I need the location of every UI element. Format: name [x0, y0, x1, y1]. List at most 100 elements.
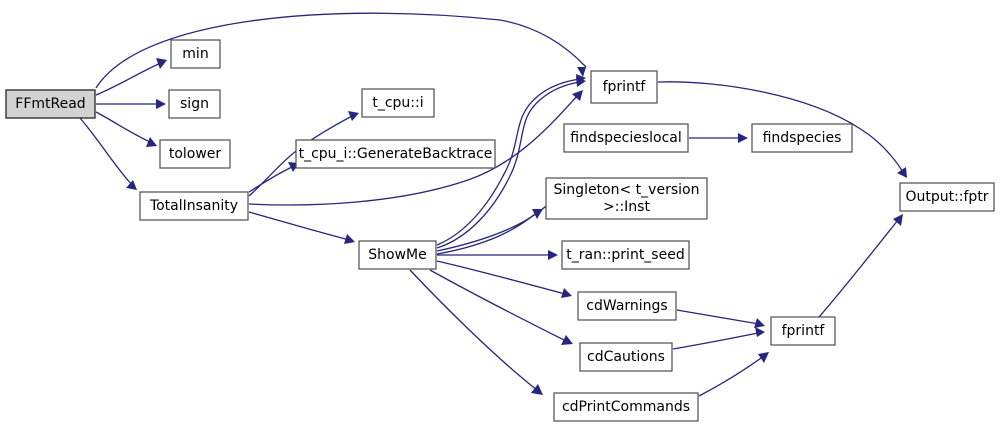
arrow-head-icon	[532, 209, 543, 219]
arrow-head-icon	[348, 111, 359, 121]
node-box[interactable]	[579, 342, 673, 372]
edge-line	[818, 219, 899, 318]
node-box[interactable]	[561, 240, 690, 270]
graph-node-singleton[interactable]: Singleton< t_version>::Inst	[545, 177, 708, 220]
edge-cdprintcommands-to-fprintf_bottom	[698, 352, 769, 397]
edge-ffmtread-to-fprintf_top	[95, 12, 587, 89]
edge-fprintf_top-to-outputfptr	[657, 81, 907, 178]
node-label: t_ran::print_seed	[566, 247, 684, 263]
node-box[interactable]	[170, 39, 221, 69]
edge-showme-to-cdcautions	[429, 269, 573, 345]
arrow-head-icon	[561, 335, 573, 345]
edge-line	[248, 165, 295, 193]
node-box[interactable]	[139, 191, 249, 221]
edge-line	[672, 332, 759, 350]
graph-node-sign[interactable]: sign	[168, 89, 221, 119]
graph-node-outputfptr[interactable]: Output::fptr	[899, 182, 995, 212]
graph-node-cdwarnings[interactable]: cdWarnings	[577, 291, 677, 321]
edge-line	[95, 61, 164, 96]
node-box[interactable]	[168, 89, 221, 119]
arrow-head-icon	[754, 318, 765, 328]
arrow-head-icon	[146, 137, 157, 147]
node-label: t_cpu_i::GenerateBacktrace	[299, 146, 493, 162]
graph-node-cdcautions[interactable]: cdCautions	[579, 342, 673, 372]
graph-node-printseed[interactable]: t_ran::print_seed	[561, 240, 690, 270]
node-label: ShowMe	[368, 247, 426, 263]
edge-ffmtread-to-totalinsanity	[79, 117, 137, 190]
arrow-head-icon	[738, 133, 748, 143]
arrow-head-icon	[755, 327, 765, 337]
edge-line	[248, 94, 579, 206]
edge-line	[95, 111, 153, 144]
node-box[interactable]	[563, 123, 689, 153]
node-box[interactable]	[553, 392, 699, 422]
edge-line	[436, 78, 581, 246]
node-box[interactable]	[545, 177, 708, 220]
arrow-head-icon	[577, 67, 586, 77]
node-label: cdPrintCommands	[562, 399, 690, 415]
edge-line	[657, 81, 904, 173]
graph-node-findspecieslocal[interactable]: findspecieslocal	[563, 123, 689, 153]
node-label: fprintf	[782, 323, 826, 339]
node-box[interactable]	[358, 240, 437, 270]
node-box[interactable]	[577, 291, 677, 321]
edge-ffmtread-to-sign	[96, 99, 166, 109]
edge-cdwarnings-to-fprintf_bottom	[676, 309, 765, 328]
node-label: findspecies	[763, 130, 842, 146]
arrow-head-icon	[897, 167, 907, 178]
node-label: fprintf	[603, 79, 647, 95]
edge-layer	[79, 12, 907, 397]
arrow-head-icon	[156, 58, 167, 69]
node-label: t_cpu::i	[372, 95, 423, 111]
node-box[interactable]	[770, 316, 836, 346]
arrow-head-icon	[893, 214, 903, 226]
edge-findspecieslocal-to-findspecies	[689, 133, 748, 143]
graph-node-cdprintcommands[interactable]: cdPrintCommands	[553, 392, 699, 422]
node-label: FFmtRead	[15, 96, 85, 112]
node-box[interactable]	[5, 89, 96, 119]
graph-node-fprintf_top[interactable]: fprintf	[590, 70, 658, 104]
node-box[interactable]	[361, 88, 435, 118]
edge-line	[676, 309, 760, 325]
edge-line	[248, 211, 350, 241]
edge-totalinsanity-to-genbacktrace	[248, 162, 299, 193]
graph-node-tolower[interactable]: tolower	[159, 139, 231, 169]
edge-showme-to-singleton	[436, 209, 543, 255]
arrow-head-icon	[156, 99, 166, 109]
node-box[interactable]	[590, 70, 658, 104]
node-box[interactable]	[751, 123, 853, 153]
node-label: Output::fptr	[905, 189, 988, 205]
edge-showme-to-cdprintcommands	[409, 269, 543, 395]
graph-node-ffmtread[interactable]: FFmtRead	[5, 89, 96, 119]
edge-line	[436, 196, 558, 252]
node-label: findspecieslocal	[570, 130, 682, 146]
node-box[interactable]	[899, 182, 995, 212]
arrow-head-icon	[561, 288, 572, 298]
graph-node-fprintf_bottom[interactable]: fprintf	[770, 316, 836, 346]
node-label: tolower	[169, 146, 222, 162]
graph-node-tcpui[interactable]: t_cpu::i	[361, 88, 435, 118]
edge-showme-to-fprintf_top2	[436, 77, 586, 249]
edge-line	[409, 269, 538, 391]
node-box[interactable]	[159, 139, 231, 169]
arrow-head-icon	[576, 77, 586, 87]
graph-node-showme[interactable]: ShowMe	[358, 240, 437, 270]
node-box[interactable]	[295, 139, 496, 169]
edge-line	[429, 269, 567, 342]
graph-node-genbacktrace[interactable]: t_cpu_i::GenerateBacktrace	[295, 139, 496, 169]
node-label: cdCautions	[587, 349, 665, 365]
edge-line	[79, 117, 134, 187]
graph-node-min[interactable]: min	[170, 39, 221, 69]
graph-node-findspecies[interactable]: findspecies	[751, 123, 853, 153]
node-label: min	[182, 46, 208, 62]
edge-line	[436, 260, 566, 295]
node-label: Singleton< t_version>::Inst	[554, 182, 700, 215]
edge-totalinsanity-to-showme	[248, 211, 355, 244]
graph-node-totalinsanity[interactable]: TotalInsanity	[139, 191, 249, 221]
arrow-head-icon	[344, 234, 355, 244]
edge-showme-to-cdwarnings	[436, 260, 572, 298]
node-label: sign	[180, 96, 209, 112]
node-label: cdWarnings	[586, 298, 667, 314]
